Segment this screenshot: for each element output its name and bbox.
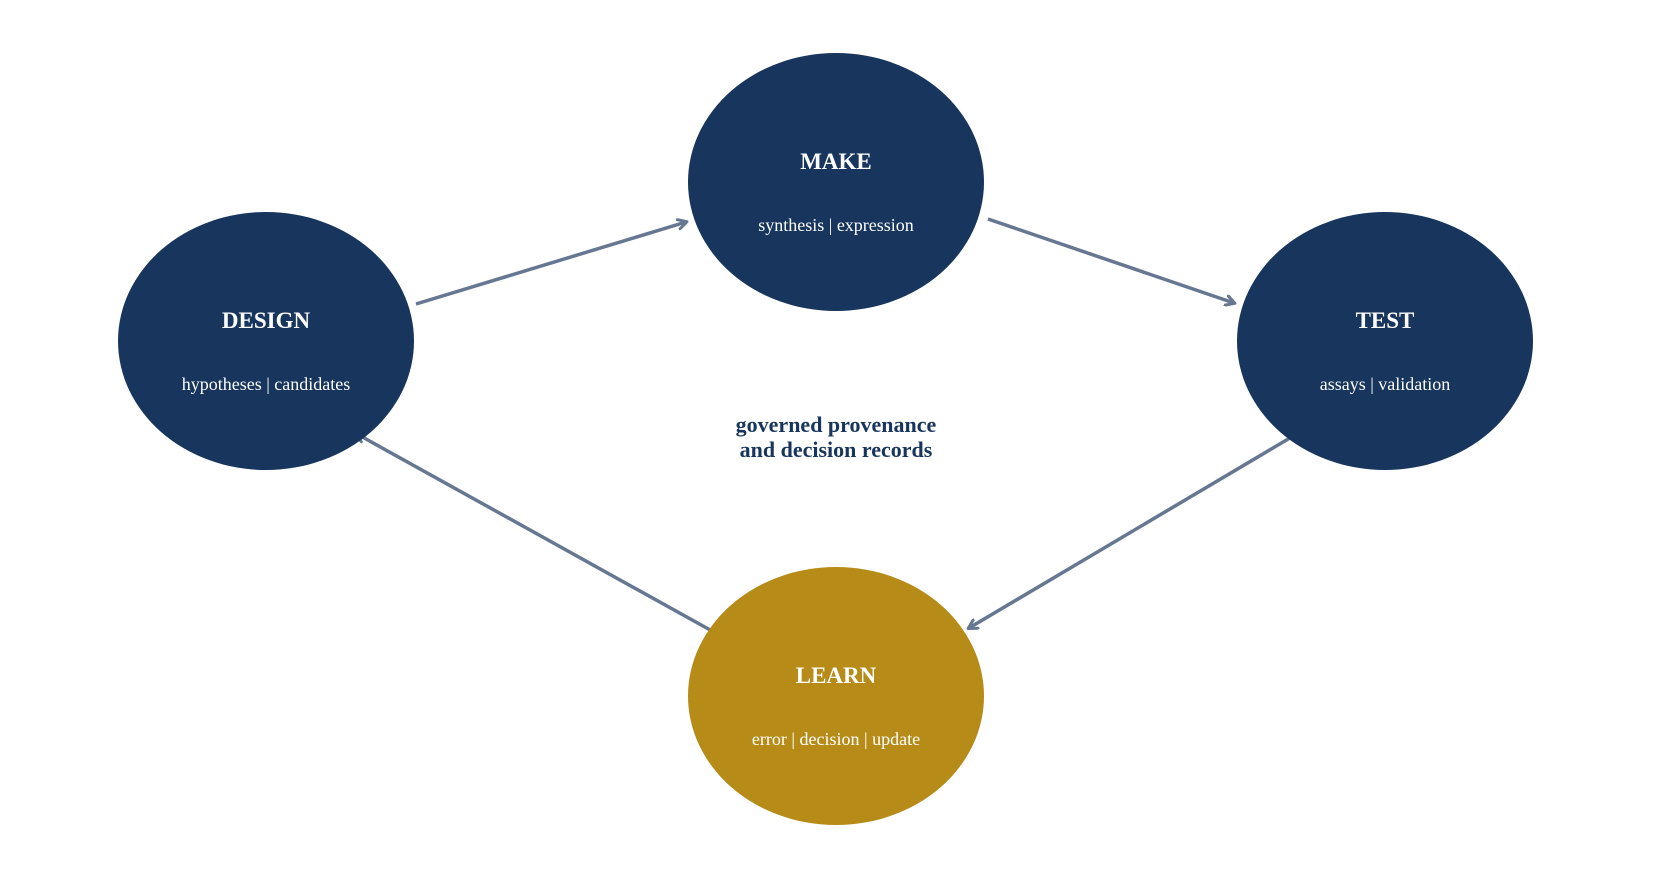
arrow-learn-to-design	[357, 434, 713, 633]
node-learn-title: LEARN	[796, 663, 877, 688]
node-design-shape	[118, 212, 414, 470]
node-learn: LEARN error | decision | update	[688, 567, 984, 825]
arrow-design-to-make	[415, 222, 686, 306]
center-label-line1: governed provenance	[736, 412, 937, 437]
center-label-line2: and decision records	[740, 437, 933, 462]
node-design-title: DESIGN	[222, 308, 311, 333]
node-test-title: TEST	[1356, 308, 1415, 333]
arrow-make-to-test	[987, 217, 1234, 303]
node-make-shape	[688, 53, 984, 311]
node-test-subtitle: assays | validation	[1320, 374, 1451, 394]
node-make-subtitle: synthesis | expression	[758, 215, 914, 235]
edges	[357, 217, 1301, 633]
node-make: MAKE synthesis | expression	[688, 53, 984, 311]
node-design: DESIGN hypotheses | candidates	[118, 212, 414, 470]
arrow-test-to-learn	[969, 430, 1301, 628]
node-make-title: MAKE	[800, 149, 872, 174]
center-label: governed provenance and decision records	[736, 412, 937, 462]
node-learn-shape	[688, 567, 984, 825]
node-design-subtitle: hypotheses | candidates	[182, 374, 351, 394]
node-test: TEST assays | validation	[1237, 212, 1533, 470]
node-test-shape	[1237, 212, 1533, 470]
node-learn-subtitle: error | decision | update	[752, 729, 920, 749]
